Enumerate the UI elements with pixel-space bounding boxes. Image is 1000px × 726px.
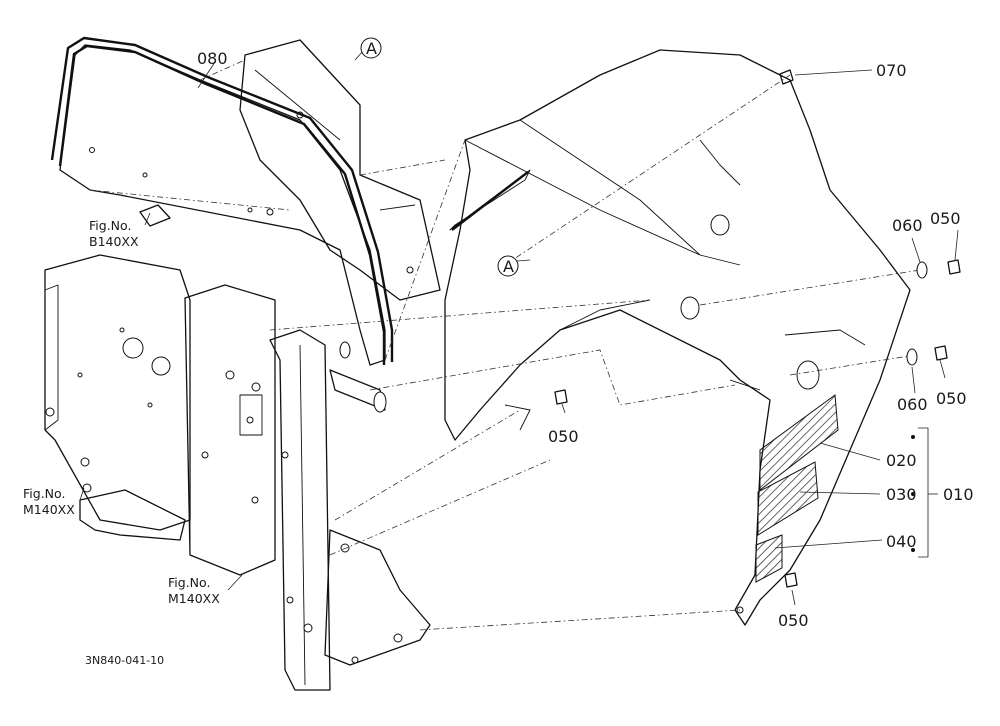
- label-040: 040: [886, 532, 917, 551]
- label-050-right: 050: [936, 389, 967, 408]
- label-060-lower: 060: [897, 395, 928, 414]
- label-050-bottom: 050: [778, 611, 809, 630]
- callout-circle-cover: [497, 255, 519, 277]
- label-050-upper: 050: [930, 209, 961, 228]
- washer-060-upper-icon: [916, 261, 928, 279]
- figref-m140-left-line2: M140XX: [23, 502, 75, 517]
- washer-060-lower-icon: [906, 348, 918, 366]
- figref-m140-bottom-line2: M140XX: [168, 591, 220, 606]
- figref-m140-left-line1: Fig.No.: [23, 486, 65, 501]
- figref-b140-line1: Fig.No.: [89, 218, 131, 233]
- screw-050-center-icon: [554, 389, 568, 405]
- screw-050-lower-icon: [784, 572, 798, 588]
- screw-050-upper-icon: [947, 259, 961, 275]
- fasteners: [554, 69, 961, 588]
- instrument-panel-080: [50, 36, 394, 366]
- label-010: 010: [943, 485, 974, 504]
- drawing-code: 3N840-041-10: [85, 654, 164, 667]
- callout-marker-cover: A: [503, 257, 514, 276]
- label-080: 080: [197, 49, 228, 68]
- label-020: 020: [886, 451, 917, 470]
- callout-circle-top: [360, 37, 382, 59]
- callout-marker-top: A: [366, 39, 377, 58]
- phantom-lines: [89, 59, 921, 631]
- frame-assembly: [44, 39, 441, 691]
- screw-050-mid-icon: [934, 345, 948, 361]
- label-050-center: 050: [548, 427, 579, 446]
- label-030: 030: [886, 485, 917, 504]
- figref-m140-bottom-line1: Fig.No.: [168, 575, 210, 590]
- label-060-upper: 060: [892, 216, 923, 235]
- leader-lines: [79, 37, 959, 606]
- labels: 080 070 050 060 050 060 050 050 020 030 …: [23, 39, 974, 667]
- label-070: 070: [876, 61, 907, 80]
- front-cover-010: [444, 49, 911, 626]
- figref-b140-line2: B140XX: [89, 234, 139, 249]
- screw-070-icon: [779, 69, 794, 85]
